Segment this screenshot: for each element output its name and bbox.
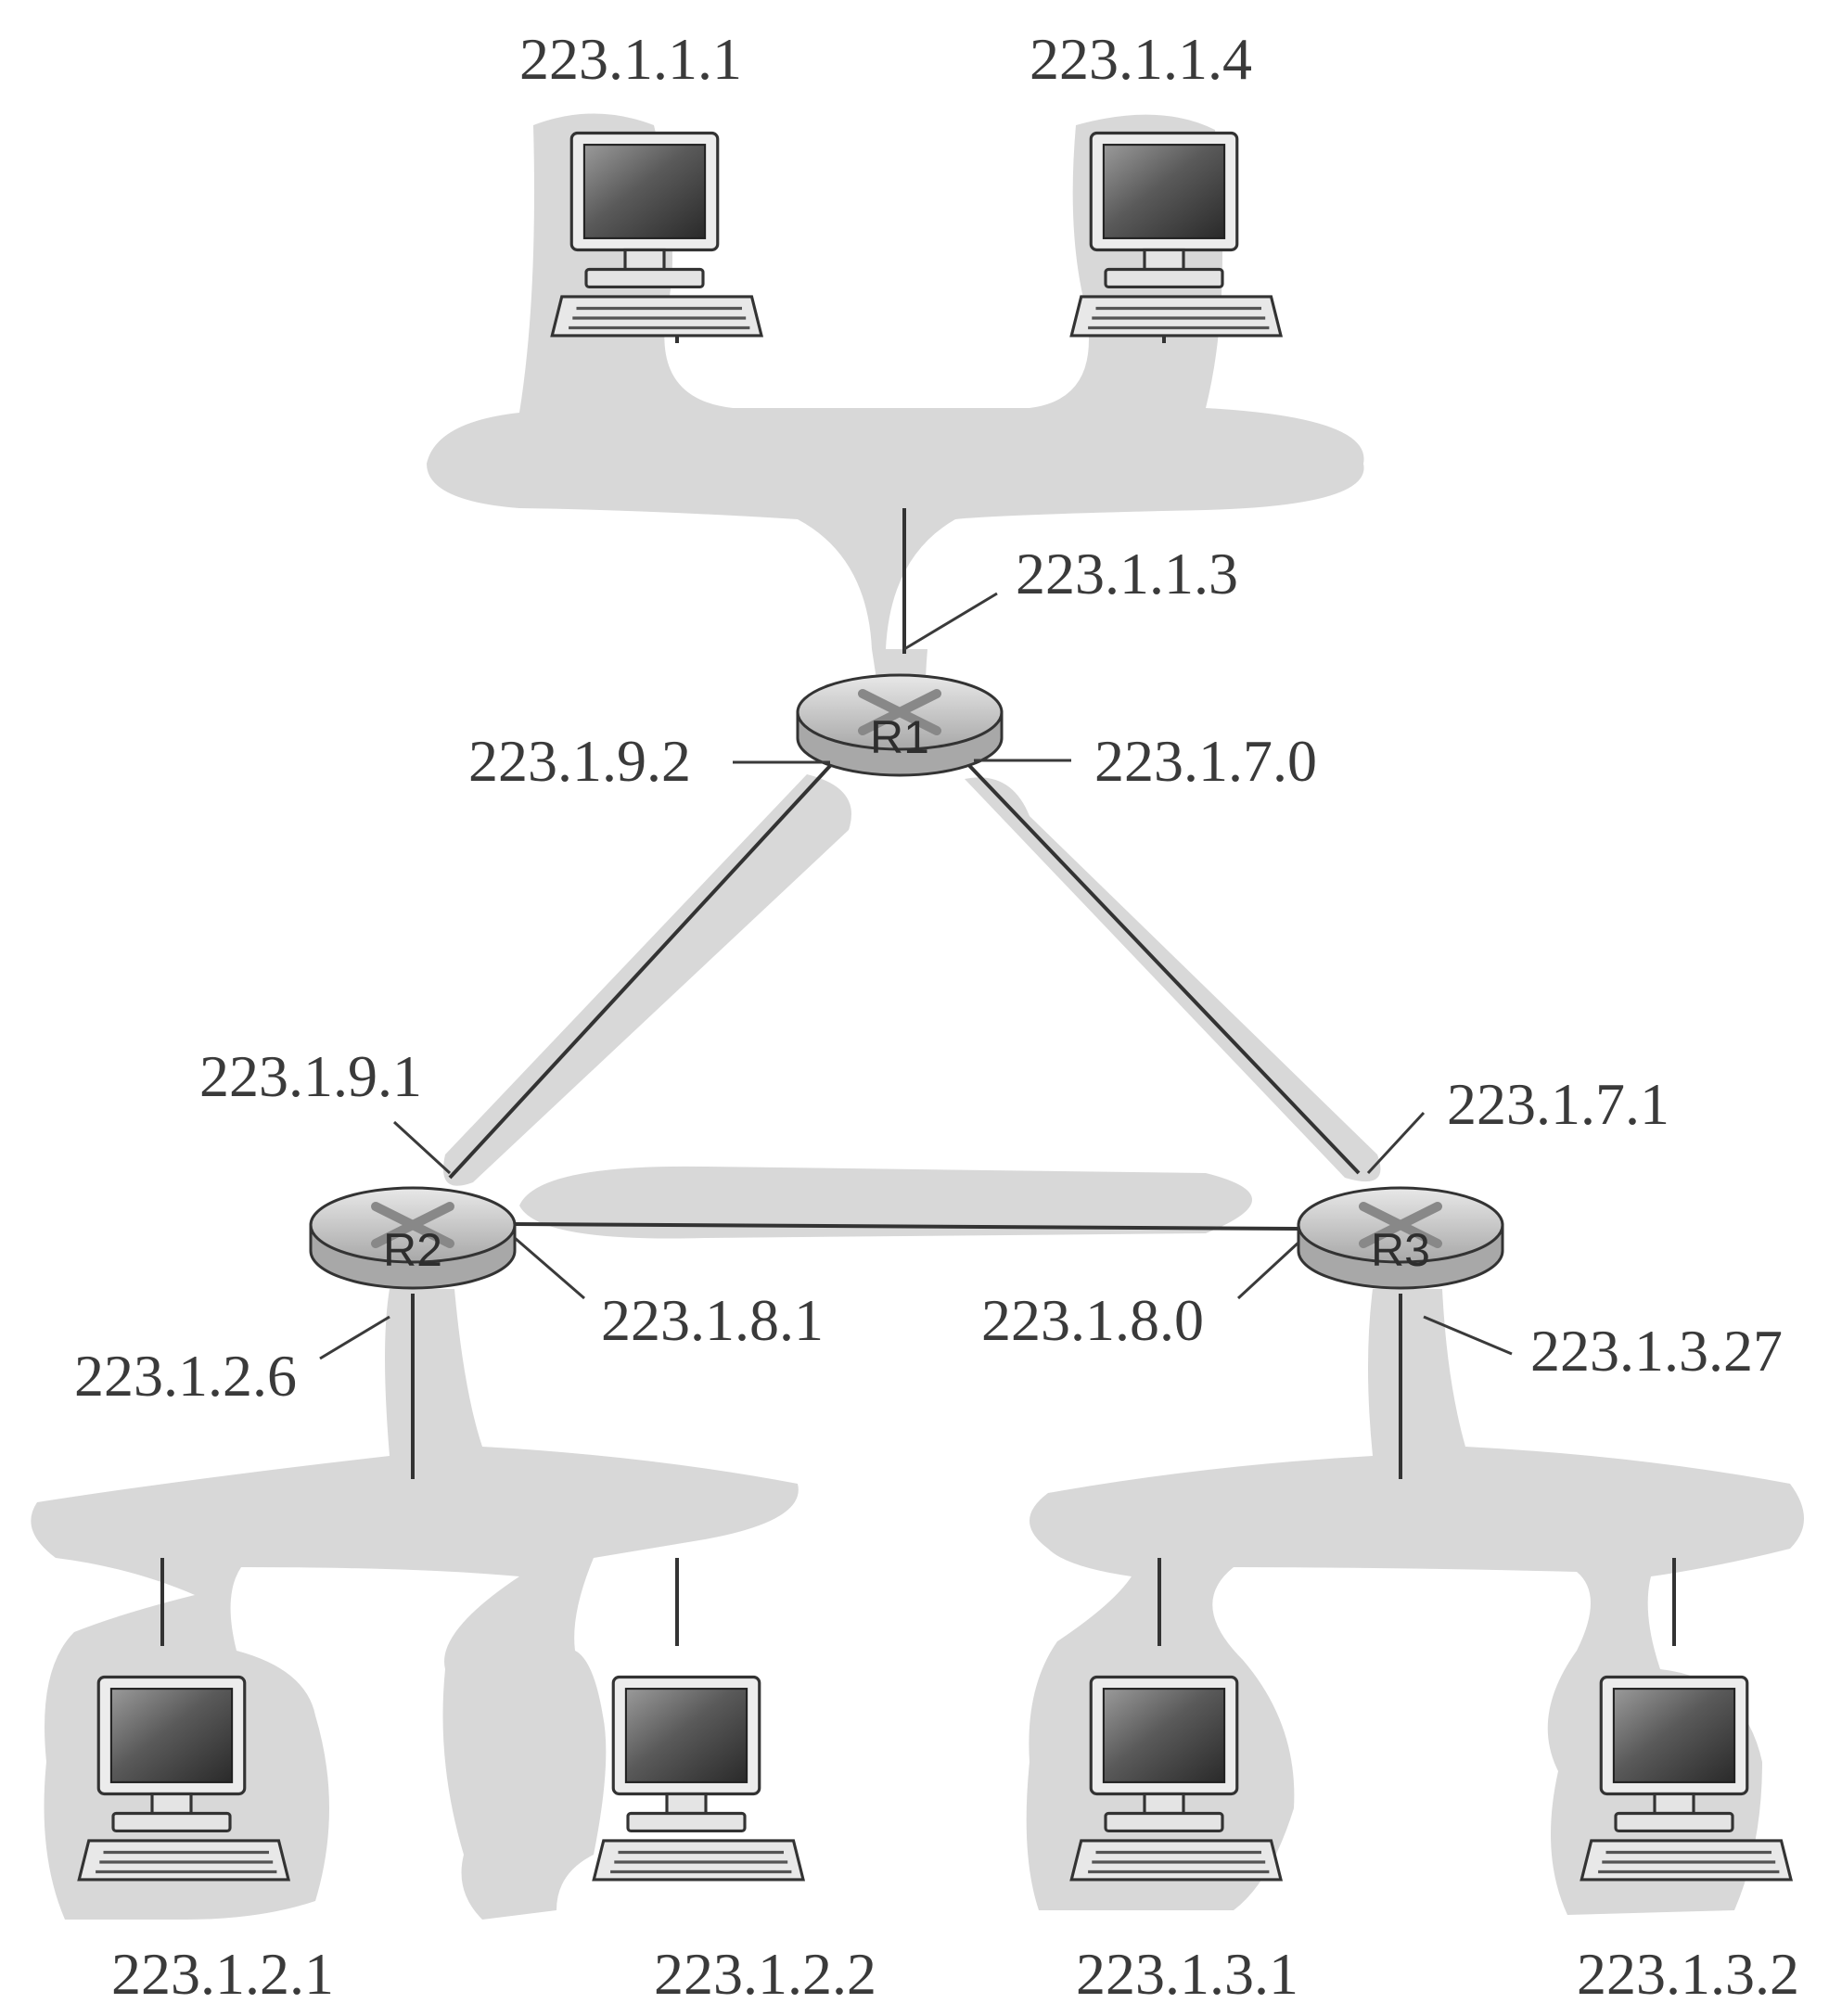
address-labels: 223.1.1.1 223.1.1.4 223.1.1.3 223.1.9.2 … — [74, 26, 1799, 2007]
interface-address-label: 223.1.7.1 — [1447, 1071, 1669, 1137]
leader-r2-up — [394, 1122, 450, 1173]
leader-r3-up — [1368, 1113, 1424, 1173]
leader-r1-up — [904, 593, 997, 649]
host-computer-icon — [552, 134, 761, 336]
interface-address-label: 223.1.8.0 — [981, 1287, 1204, 1353]
host-address-label: 223.1.1.1 — [519, 26, 742, 92]
interface-address-label: 223.1.9.1 — [199, 1043, 422, 1109]
host-address-label: 223.1.2.1 — [111, 1941, 334, 2007]
interface-address-label: 223.1.8.1 — [601, 1287, 824, 1353]
link-r1-r2 — [450, 756, 839, 1178]
router-r2-name: R2 — [383, 1224, 442, 1276]
interface-address-label: 223.1.3.27 — [1530, 1318, 1783, 1384]
host-address-label: 223.1.1.4 — [1030, 26, 1252, 92]
shaded-subnets — [31, 114, 1804, 1920]
router-r3-name: R3 — [1371, 1224, 1430, 1276]
interface-address-label: 223.1.1.3 — [1016, 541, 1238, 606]
interface-address-label: 223.1.9.2 — [468, 728, 691, 794]
router-r1-name: R1 — [870, 711, 929, 763]
interface-address-label: 223.1.7.0 — [1094, 728, 1317, 794]
interface-address-label: 223.1.2.6 — [74, 1343, 297, 1409]
host-address-label: 223.1.3.2 — [1577, 1941, 1799, 2007]
leader-r2-down — [320, 1317, 390, 1359]
host-computer-icon — [1071, 134, 1281, 336]
link-r1-r3 — [960, 756, 1359, 1173]
link-r1-r2-shade — [443, 774, 851, 1186]
leader-r2-right — [515, 1238, 584, 1298]
host-address-label: 223.1.3.1 — [1076, 1941, 1298, 2007]
host-address-label: 223.1.2.2 — [654, 1941, 876, 2007]
host-computer-icon — [594, 1678, 803, 1880]
hosts — [79, 134, 1791, 1880]
leader-r3-left — [1238, 1243, 1298, 1298]
